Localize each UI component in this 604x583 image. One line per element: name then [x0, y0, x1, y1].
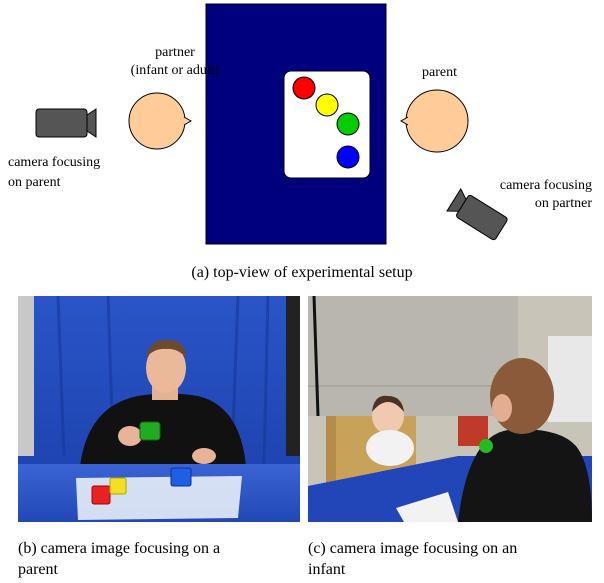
photo-parent-scene — [18, 296, 300, 522]
camera-right-icon — [446, 188, 508, 241]
red-object — [292, 76, 316, 100]
caption-b-line-1: (b) camera image focusing on a — [18, 540, 221, 557]
camera-left-label-1: camera focusing — [8, 155, 101, 170]
caption-a: (a) top-view of experimental setup — [191, 264, 413, 281]
parent-label: parent — [422, 65, 457, 80]
photo-infant-scene — [308, 296, 592, 522]
caption-c-line-2: infant — [308, 561, 346, 578]
camera-left-icon — [35, 108, 97, 138]
caption-b-line-2: parent — [18, 561, 58, 578]
parent-head — [399, 89, 469, 153]
camera-right-label-2: on partner — [534, 196, 592, 211]
camera-left-label-2: on parent — [8, 175, 61, 190]
camera-right-label-1: camera focusing — [499, 178, 592, 193]
yellow-object — [315, 93, 339, 117]
blue-object — [336, 145, 360, 169]
partner-label: partner — [155, 45, 195, 60]
green-object — [336, 112, 360, 136]
caption-c-line-1: (c) camera image focusing on an — [308, 540, 518, 557]
photo-parent — [18, 296, 300, 522]
partner-head — [128, 92, 193, 150]
partner-sub-label: (infant or adult) — [130, 63, 220, 78]
photo-infant — [308, 296, 592, 522]
